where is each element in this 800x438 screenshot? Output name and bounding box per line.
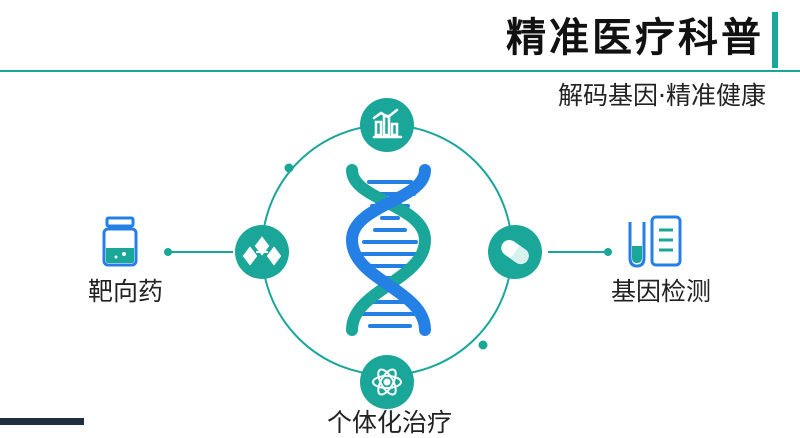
connector-left-dot (164, 248, 172, 256)
orbit-dot (284, 163, 294, 173)
medicine-bottle-icon (102, 216, 138, 267)
precision-medicine-diagram (102, 98, 682, 409)
molecule-icon (242, 236, 282, 266)
capsule-icon (501, 239, 529, 265)
connector-right-dot (604, 248, 612, 256)
node-top (360, 98, 414, 152)
atom-icon (372, 368, 402, 396)
orbit-ring (261, 124, 513, 376)
orbit-dot (478, 340, 488, 350)
label-personalized-treatment: 个体化治疗 (327, 408, 453, 437)
chart-data-icon (372, 108, 403, 139)
title-accent-bar (772, 12, 778, 68)
page-title: 精准医疗科普 (506, 15, 764, 61)
page-subtitle: 解码基因·精准健康 (558, 81, 766, 110)
node-right (488, 225, 542, 279)
label-genetic-testing: 基因检测 (611, 277, 712, 306)
label-targeted-drug: 靶向药 (88, 277, 164, 306)
dna-helix-icon (345, 164, 432, 336)
node-left (235, 225, 289, 279)
test-tube-clipboard-icon (628, 215, 682, 268)
footer-mark (0, 418, 84, 425)
header-divider (0, 70, 800, 72)
node-bottom (360, 355, 414, 409)
